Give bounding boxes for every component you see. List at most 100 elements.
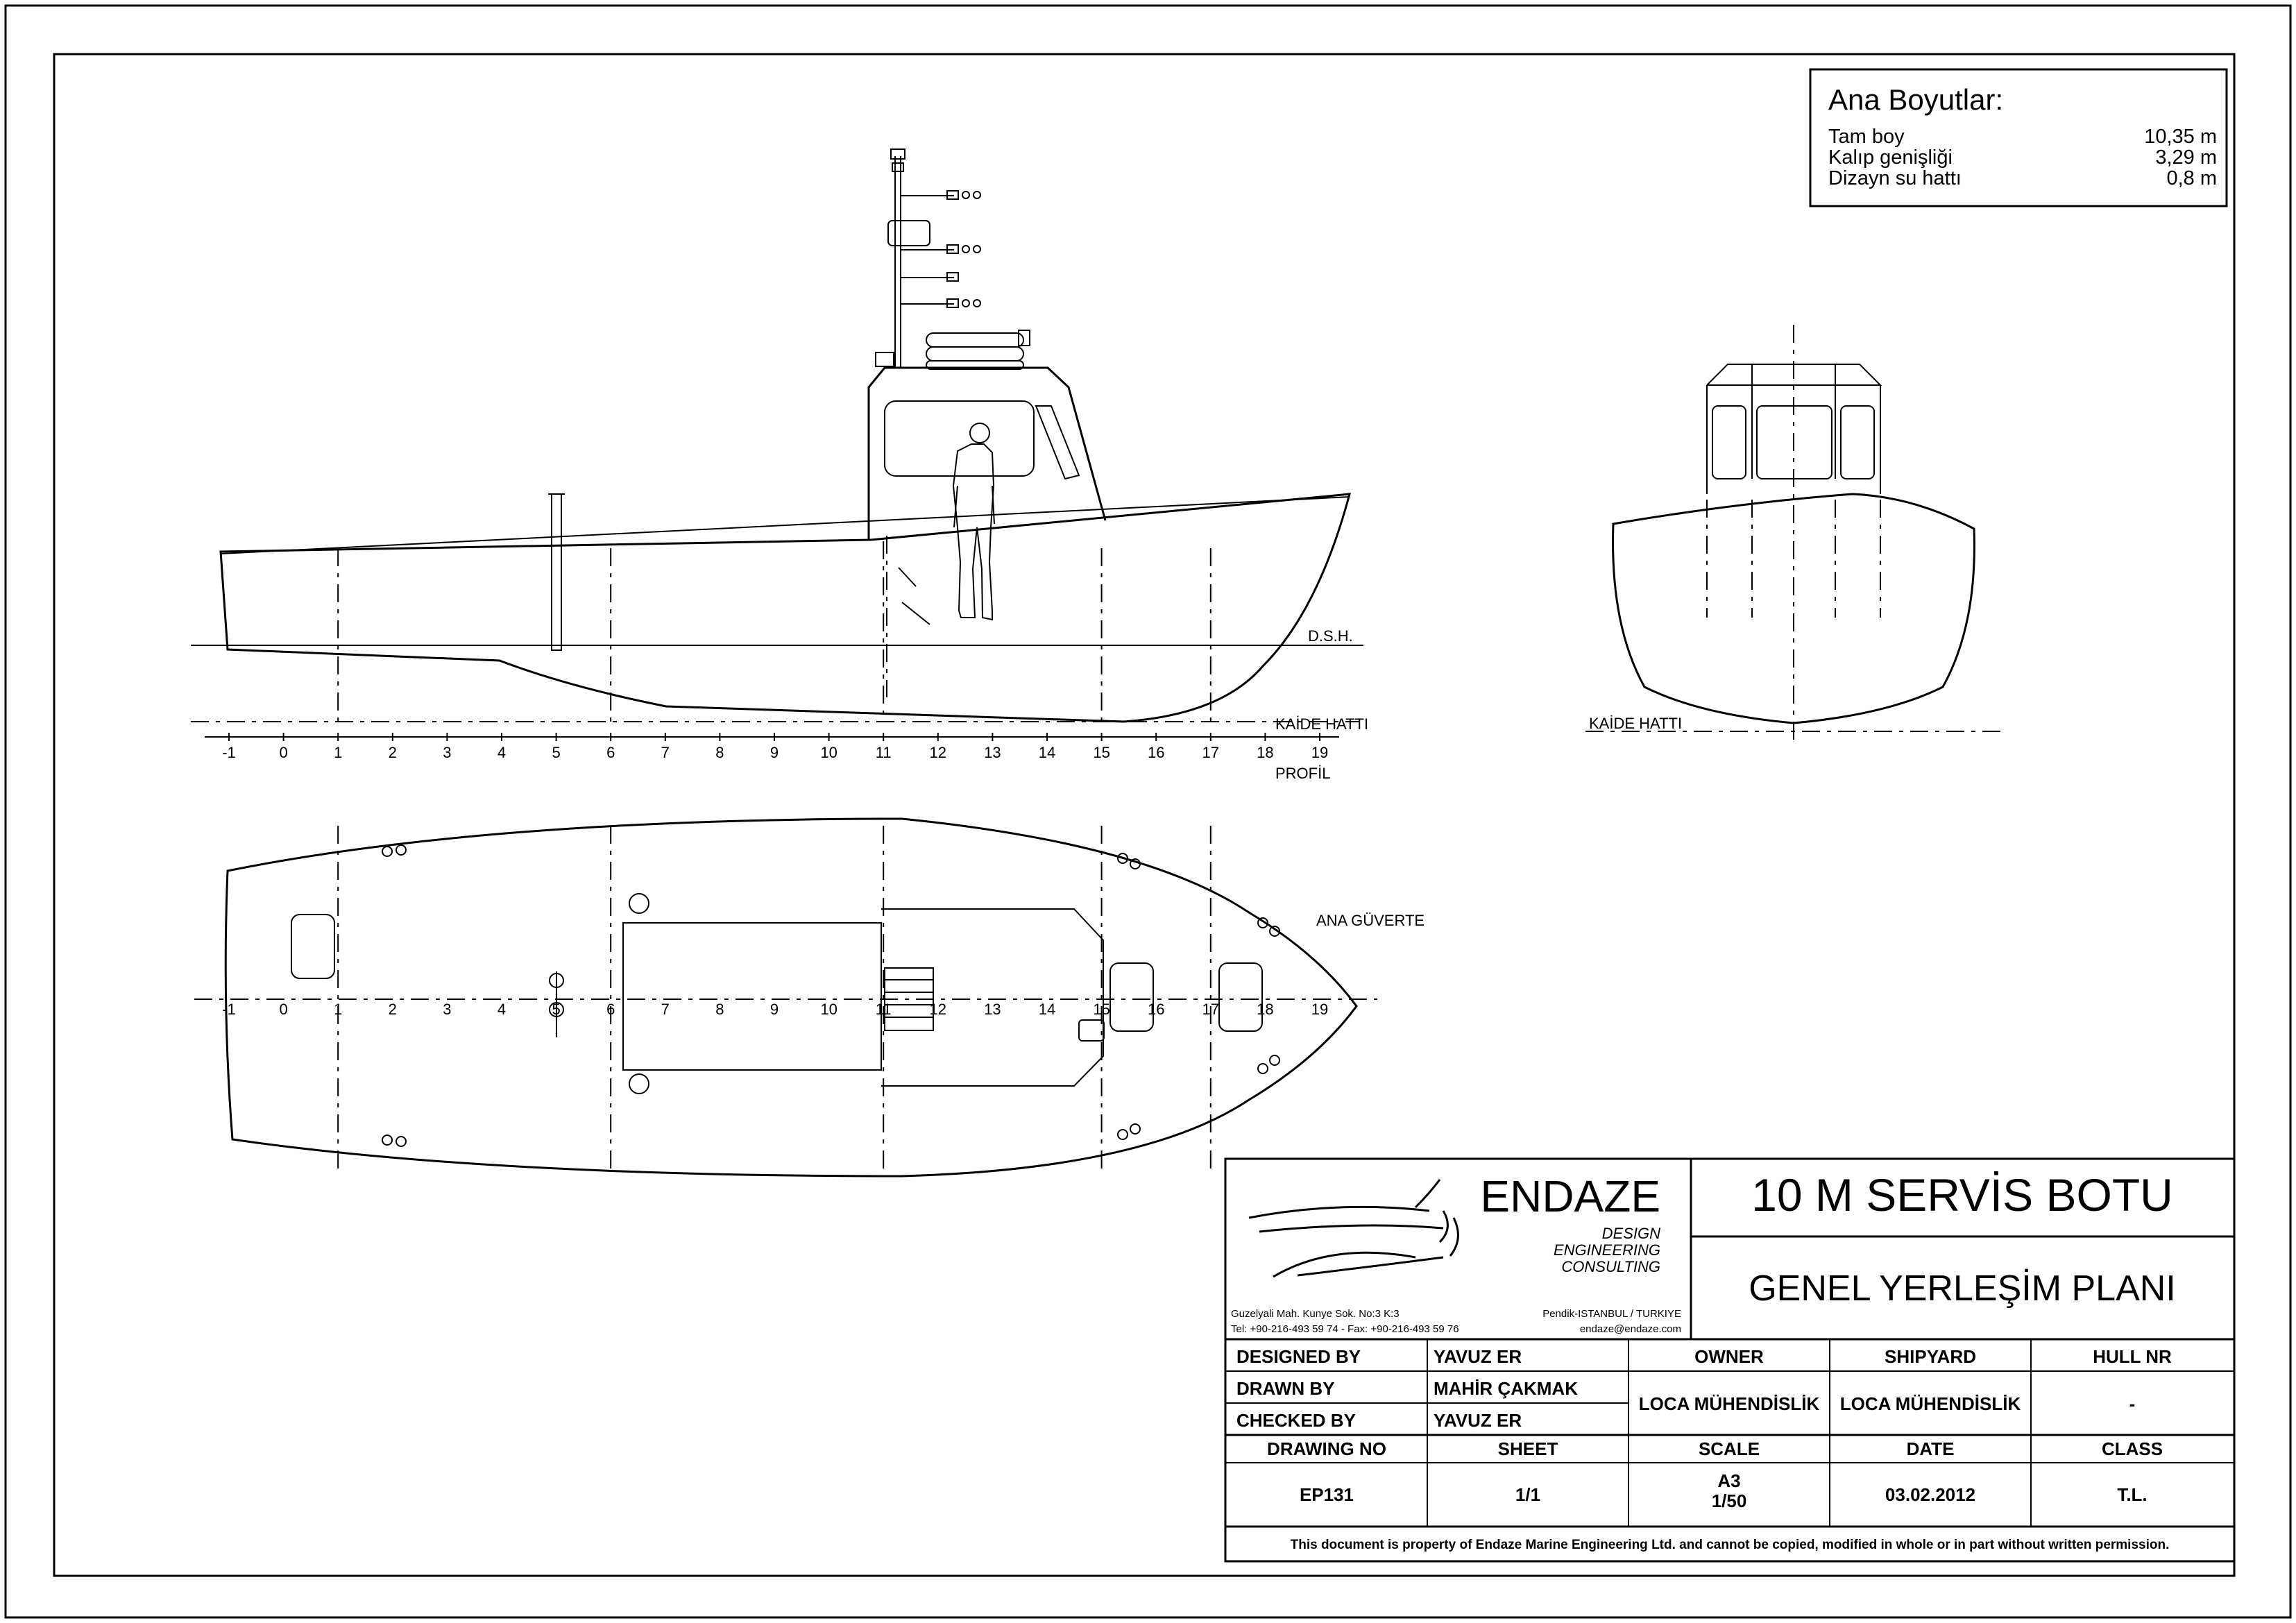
deck-station-number: 0 xyxy=(279,1001,287,1018)
profile-post xyxy=(551,493,562,651)
profile-station-number: 19 xyxy=(1311,744,1328,761)
profile-station-number: 17 xyxy=(1202,744,1219,761)
checked-by-value: YAVUZ ER xyxy=(1434,1410,1522,1431)
profile-station-number: 8 xyxy=(715,744,724,761)
profile-station-number: 4 xyxy=(498,744,506,761)
outer-border xyxy=(4,4,2292,1619)
owner-value: LOCA MÜHENDİSLİK xyxy=(1639,1393,1820,1414)
shipyard-label: SHIPYARD xyxy=(1885,1346,1976,1367)
companionway-steps xyxy=(884,967,934,1031)
profile-station-number: 16 xyxy=(1148,744,1164,761)
company-name: ENDAZE xyxy=(1480,1171,1660,1221)
deck-station-number: 4 xyxy=(498,1001,506,1018)
body-plan-view: KAİDE HATTI xyxy=(1585,325,2002,741)
cleat-icons xyxy=(382,844,1280,1147)
tagline-consulting: CONSULTING xyxy=(1561,1258,1660,1275)
profile-station-number: 0 xyxy=(279,744,287,761)
address-line-1: Guzelyali Mah. Kunye Sok. No:3 K:3 xyxy=(1231,1308,1400,1320)
bollard-stbd-aft xyxy=(629,1073,649,1094)
hull-nr-value: - xyxy=(2129,1393,2136,1414)
life-raft-icon xyxy=(926,332,1024,370)
profile-hull xyxy=(219,493,1352,723)
profile-station-number: 11 xyxy=(876,744,892,761)
profile-station-number: 15 xyxy=(1093,744,1109,761)
address-line-3: Pendik-ISTANBUL / TURKIYE xyxy=(1542,1308,1681,1320)
profile-station-number: 14 xyxy=(1039,744,1055,761)
deck-station-number: -1 xyxy=(222,1001,236,1018)
inner-border xyxy=(53,53,2236,1577)
deck-outline xyxy=(224,817,1358,1178)
profile-station-number: 12 xyxy=(930,744,946,761)
deck-view-label: ANA GÜVERTE xyxy=(1316,912,1425,929)
deck-station-number: 11 xyxy=(876,1001,892,1018)
deck-station-number: 7 xyxy=(661,1001,670,1018)
wheelhouse-window-side xyxy=(884,400,1035,477)
tagline-design: DESIGN xyxy=(1602,1225,1660,1242)
owner-label: OWNER xyxy=(1694,1346,1764,1367)
deck-station-number: 16 xyxy=(1148,1001,1164,1018)
scale-label: SCALE xyxy=(1699,1438,1760,1459)
drawing-no-value: EP131 xyxy=(1300,1484,1354,1505)
aft-hatch-2 xyxy=(1218,962,1263,1032)
drawing-no-label: DRAWING NO xyxy=(1267,1438,1386,1459)
profile-view-label: PROFİL xyxy=(1275,765,1330,782)
deck-station-number: 19 xyxy=(1311,1001,1328,1018)
profile-scale-ticks xyxy=(228,733,1320,741)
profile-station-number: 10 xyxy=(820,744,837,761)
deck-station-number: 17 xyxy=(1202,1001,1219,1018)
wheelhouse-window-front xyxy=(1035,405,1080,480)
dim-label-length: Tam boy xyxy=(1828,126,1905,148)
wheelhouse-plan xyxy=(881,908,1104,1087)
deck-station-number: 18 xyxy=(1257,1001,1273,1018)
profile-baseline-label: KAİDE HATTI xyxy=(1275,715,1368,733)
dim-label-draught: Dizayn su hattı xyxy=(1828,167,1962,189)
dimensions-heading: Ana Boyutlar: xyxy=(1828,83,2003,116)
scale-paper-value: A3 xyxy=(1717,1470,1740,1491)
deck-station-number: 10 xyxy=(820,1001,837,1018)
helm-seat xyxy=(1078,1019,1105,1042)
mast-icon xyxy=(887,148,981,368)
sheet-value: 1/1 xyxy=(1515,1484,1540,1505)
drawn-by-value: MAHİR ÇAKMAK xyxy=(1434,1378,1578,1399)
profile-station-number: 5 xyxy=(552,744,560,761)
profile-station-lines xyxy=(337,541,1211,722)
deck-station-number: 13 xyxy=(984,1001,1001,1018)
body-plan-window-left xyxy=(1712,405,1746,479)
deck-station-number: 12 xyxy=(930,1001,946,1018)
deck-station-number: 2 xyxy=(389,1001,397,1018)
aft-hatch-1 xyxy=(1109,962,1154,1032)
date-value: 03.02.2012 xyxy=(1885,1484,1975,1505)
profile-station-number: 3 xyxy=(443,744,451,761)
body-plan-cabin xyxy=(1706,364,1882,386)
body-plan-baseline-label: KAİDE HATTI xyxy=(1589,715,1682,732)
deck-station-number: 9 xyxy=(770,1001,779,1018)
class-label: CLASS xyxy=(2102,1438,2163,1459)
address-line-4: endaze@endaze.com xyxy=(1580,1323,1681,1335)
checked-by-label: CHECKED BY xyxy=(1236,1410,1356,1431)
deck-station-number: 3 xyxy=(443,1001,451,1018)
waterline-label: D.S.H. xyxy=(1308,627,1353,645)
hull-nr-label: HULL NR xyxy=(2093,1346,2172,1367)
dim-value-length: 10,35 m xyxy=(2144,126,2217,148)
sheet-label: SHEET xyxy=(1498,1438,1558,1459)
designed-by-value: YAVUZ ER xyxy=(1434,1346,1522,1367)
profile-station-number: -1 xyxy=(222,744,236,761)
deck-station-number: 14 xyxy=(1039,1001,1055,1018)
profile-station-number: 7 xyxy=(661,744,670,761)
wheelhouse-profile xyxy=(867,366,1107,540)
profile-station-number: 1 xyxy=(334,744,342,761)
title-block: ENDAZE DESIGN ENGINEERING CONSULTING Guz… xyxy=(1224,1157,2236,1563)
body-plan-hull xyxy=(1612,493,1975,724)
dim-value-draught: 0,8 m xyxy=(2166,167,2217,189)
profile-station-number: 2 xyxy=(389,744,397,761)
profile-station-number: 9 xyxy=(770,744,779,761)
scale-value: 1/50 xyxy=(1712,1490,1747,1511)
date-label: DATE xyxy=(1907,1438,1955,1459)
drawing-title: GENEL YERLEŞİM PLANI xyxy=(1749,1268,2176,1309)
endaze-logo xyxy=(1248,1179,1459,1278)
